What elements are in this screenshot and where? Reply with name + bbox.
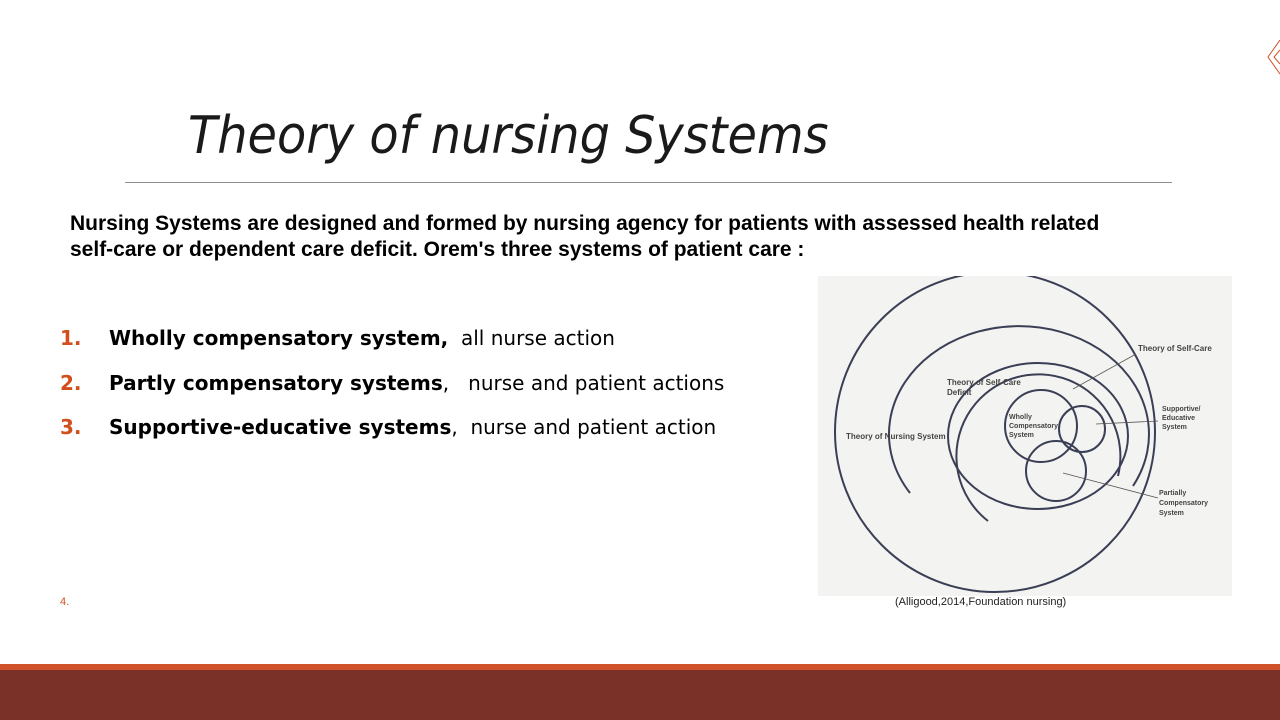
label-theory-self-care: Theory of Self-Care <box>1138 344 1212 353</box>
label-wholly-line1: Wholly <box>1009 414 1032 421</box>
label-partly-line1: Partially <box>1159 490 1186 497</box>
label-wholly-line2: Compensatory <box>1009 423 1058 430</box>
list-body: Partly compensatory systems, nurse and p… <box>109 367 724 399</box>
partly-compensatory-circle <box>1025 440 1087 502</box>
leader-partly <box>1062 472 1159 499</box>
nursing-theory-diagram: Theory of Self-Care Theory of Self-Care … <box>818 276 1232 596</box>
citation: (Alligood,2014,Foundation nursing) <box>895 596 1067 608</box>
slide-number: 4. <box>60 596 70 608</box>
list-rest-text: , nurse and patient action <box>451 415 717 439</box>
leader-self-care <box>1072 353 1137 390</box>
list-rest-text: all nurse action <box>448 326 615 350</box>
corner-decoration <box>1267 39 1280 75</box>
list-body: Supportive-educative systems, nurse and … <box>109 411 716 443</box>
slide-title: Theory of nursing Systems <box>188 106 829 166</box>
leader-supportive <box>1095 420 1159 425</box>
label-supportive-line1: Supportive/ <box>1162 406 1201 413</box>
intro-line-1: Nursing Systems are designed and formed … <box>70 212 1100 235</box>
self-care-deficit-arc <box>887 325 1150 494</box>
list-body: Wholly compensatory system, all nurse ac… <box>109 322 615 354</box>
footer-accent-line <box>0 664 1280 670</box>
label-partly-line2: Compensatory <box>1159 500 1208 507</box>
list-bold-text: Supportive-educative systems <box>109 415 452 439</box>
label-partly-line3: System <box>1159 510 1184 517</box>
label-wholly-line3: System <box>1009 432 1034 439</box>
title-divider <box>125 182 1172 183</box>
intro-line-2: self-care or dependent care deficit. Ore… <box>70 238 805 261</box>
list-bold-text: Wholly compensatory system, <box>109 326 449 350</box>
outer-circle-self-care <box>834 276 1156 593</box>
label-theory-nursing-system: Theory of Nursing System <box>846 432 946 441</box>
list-number: 1. <box>60 326 82 350</box>
label-self-care-deficit-line1: Theory of Self-Care <box>947 378 1021 387</box>
footer-bar <box>0 670 1280 720</box>
list-bold-text: Partly compensatory systems <box>109 370 443 395</box>
label-supportive-line3: System <box>1162 424 1187 431</box>
intro-text: Nursing Systems are designed and formed … <box>70 211 1230 263</box>
list-number: 2. <box>60 370 82 395</box>
list-number: 3. <box>60 415 82 439</box>
label-self-care-deficit-line2: Deficit <box>947 388 972 397</box>
wholly-compensatory-circle <box>1004 389 1078 463</box>
list-rest-text: , nurse and patient actions <box>442 370 725 395</box>
label-supportive-line2: Educative <box>1162 415 1195 422</box>
diagram-svg: Theory of Self-Care Theory of Self-Care … <box>834 276 1212 593</box>
inner-ring <box>947 362 1129 510</box>
supportive-educative-circle <box>1058 405 1106 453</box>
